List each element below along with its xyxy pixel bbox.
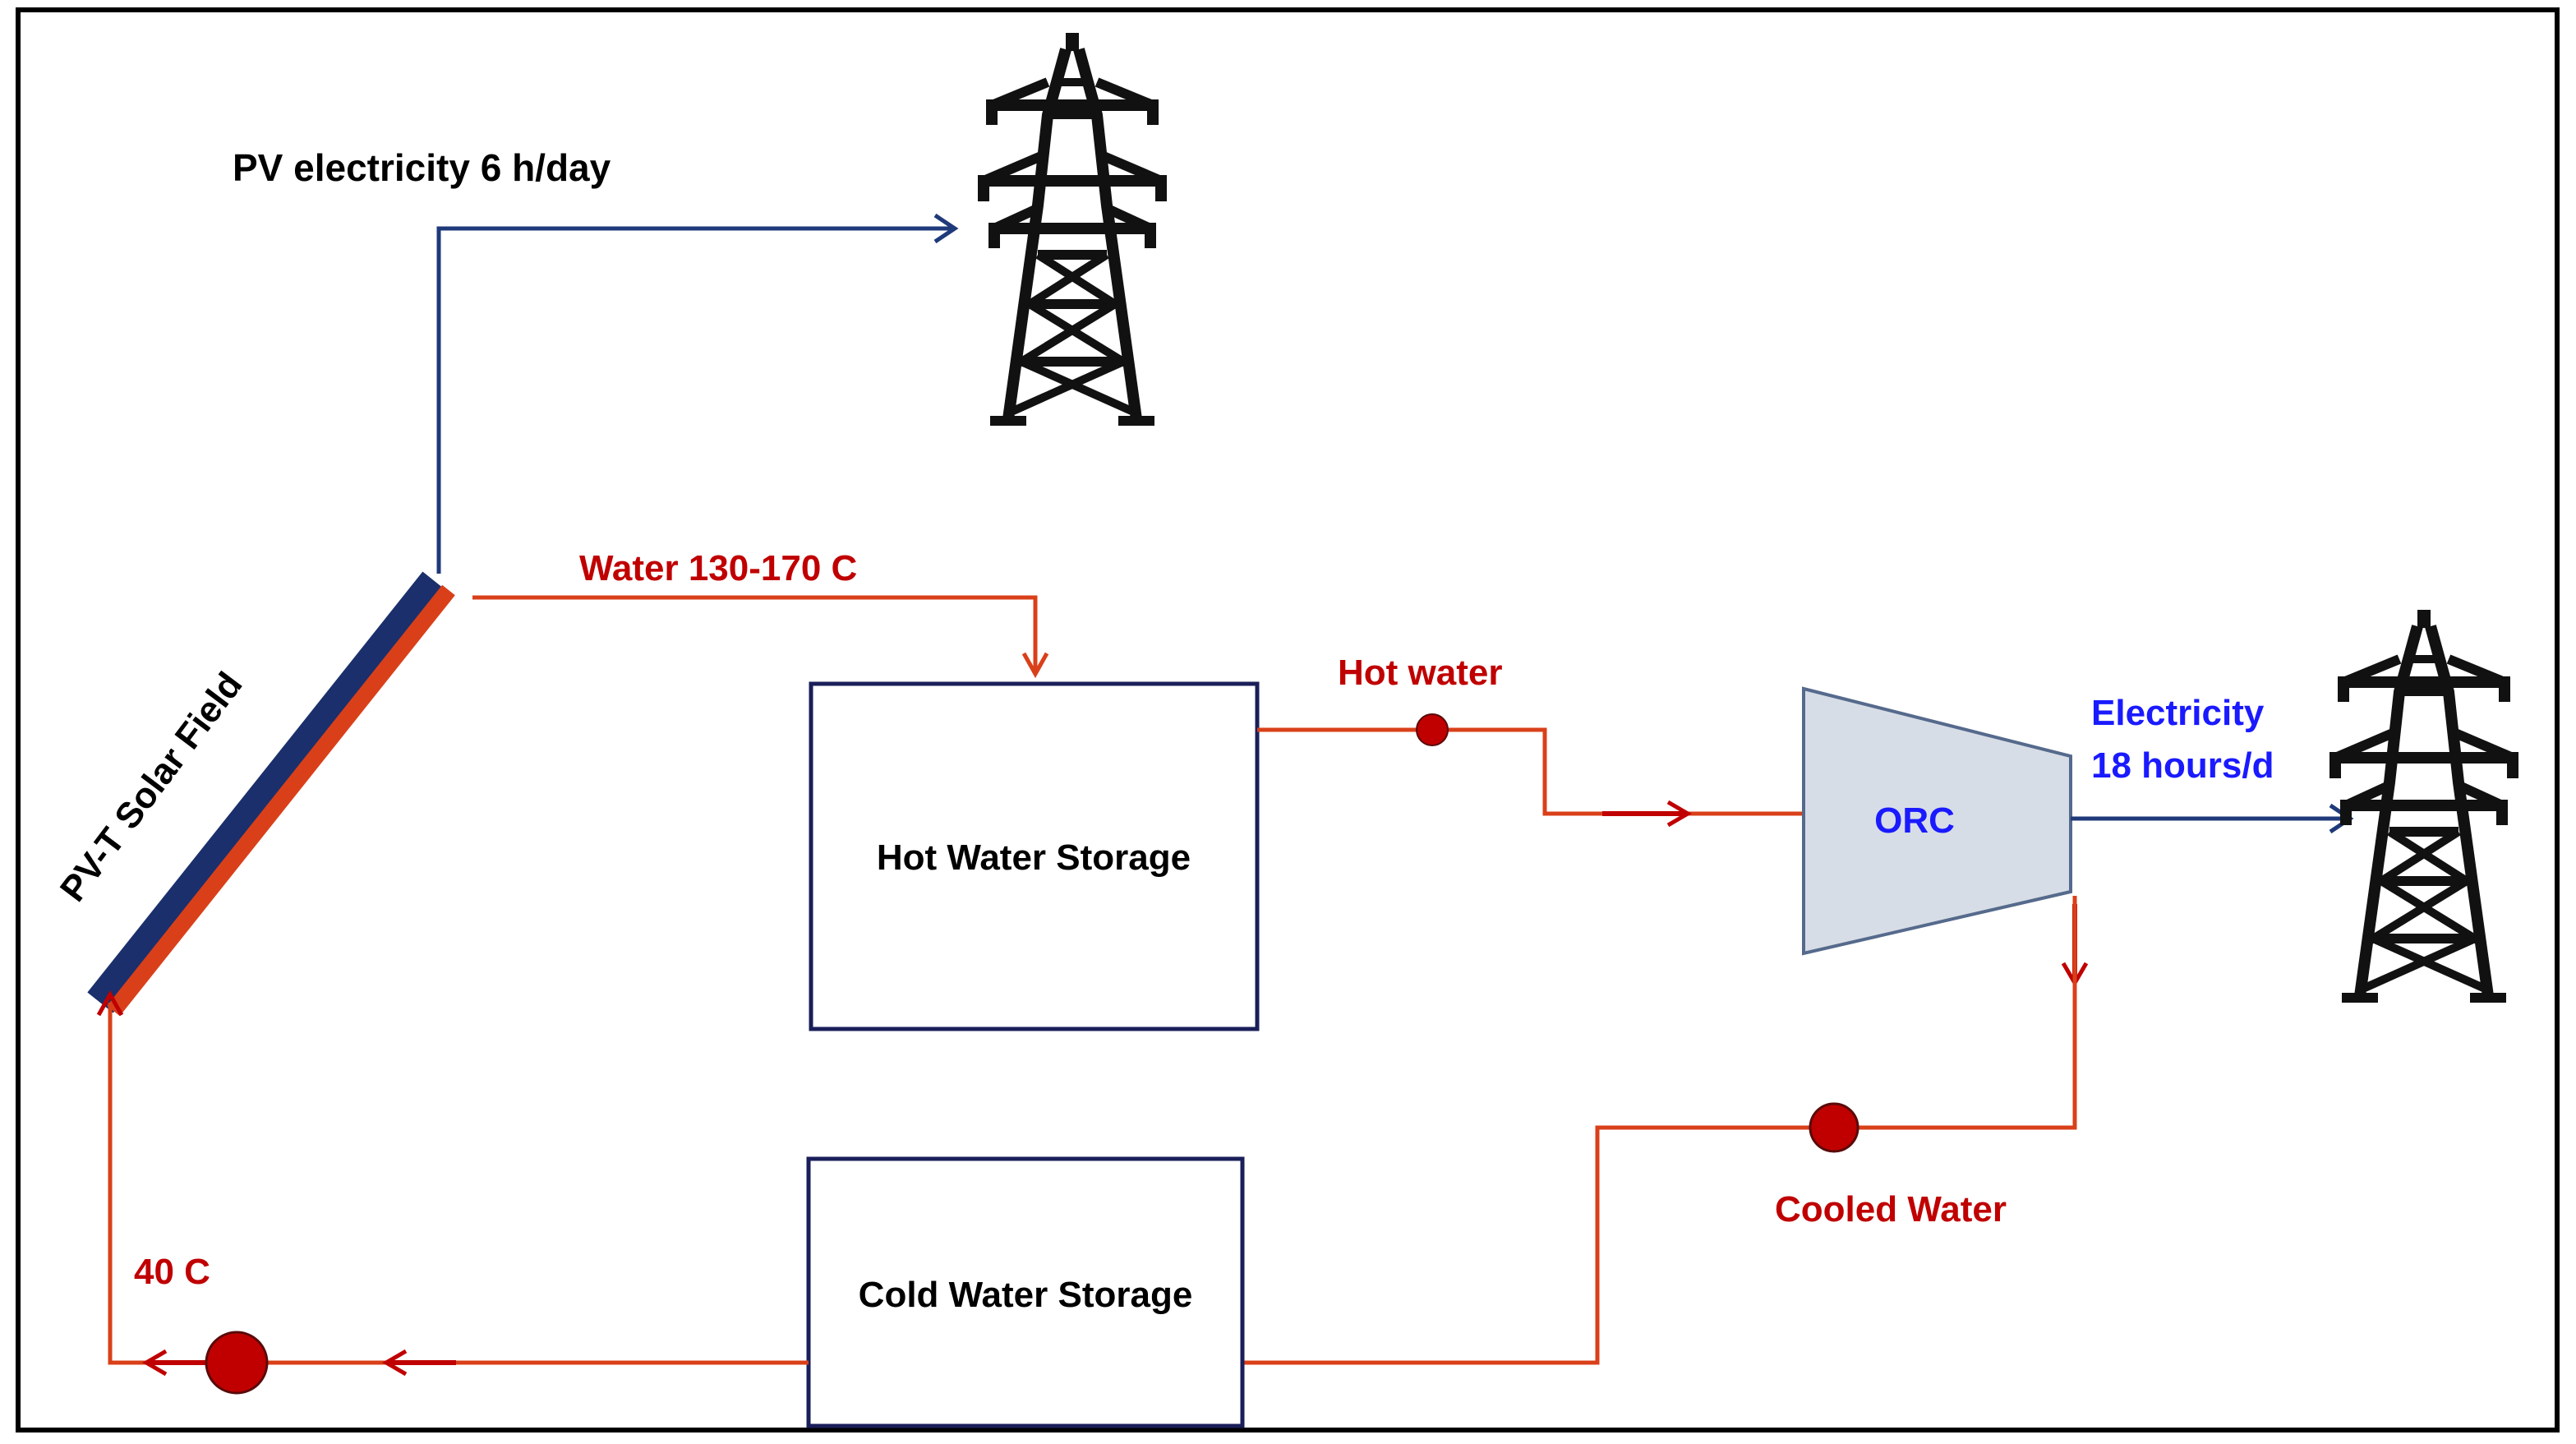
diagram-frame	[16, 7, 2560, 1432]
return-pump-icon	[205, 1331, 269, 1395]
cooled-water-line	[1242, 896, 2089, 1365]
electricity-label: Electricity	[2091, 693, 2265, 733]
hot-water-storage-label: Hot Water Storage	[877, 837, 1191, 878]
electricity-hours-label: 18 hours/d	[2091, 745, 2274, 786]
orc-label: ORC	[1874, 800, 1955, 841]
transmission-tower-icon	[2335, 610, 2513, 998]
cold-water-storage-box	[806, 1156, 1245, 1428]
hot-water-pump-icon	[1416, 713, 1449, 746]
orc-electricity-line	[2071, 803, 2354, 834]
pv-electricity-line	[436, 213, 959, 574]
cold-water-return-line	[96, 990, 809, 1377]
cooled-water-label: Cooled Water	[1775, 1189, 2007, 1229]
cold-water-storage-label: Cold Water Storage	[859, 1275, 1193, 1315]
pv-electricity-label: PV electricity 6 h/day	[233, 146, 611, 189]
pvt-solar-panel	[87, 571, 455, 1017]
hot-water-supply-line	[472, 595, 1049, 679]
inlet-temperature-label: 40 C	[134, 1252, 210, 1292]
hot-water-line	[1257, 727, 1804, 828]
cooled-water-pump-icon	[1809, 1102, 1859, 1153]
water-temperature-label: Water 130-170 C	[579, 548, 857, 588]
hot-water-label: Hot water	[1338, 653, 1502, 693]
hot-water-storage-box	[809, 681, 1260, 1031]
transmission-tower-icon	[984, 33, 1161, 421]
orc-turbine	[1802, 686, 2072, 956]
